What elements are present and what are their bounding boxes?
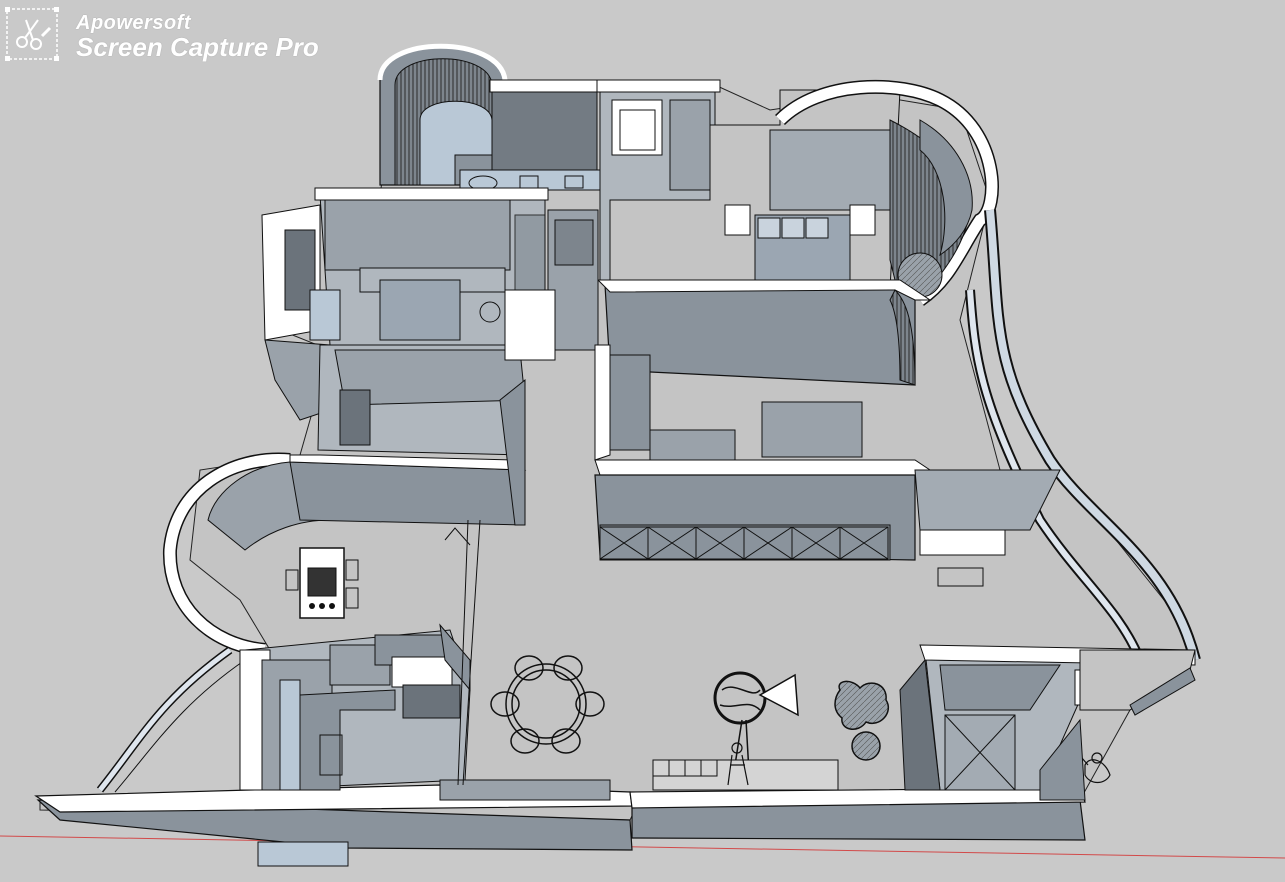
stair-tower bbox=[377, 43, 508, 186]
person-figure-left bbox=[727, 742, 749, 786]
entrance-foyer bbox=[899, 644, 1196, 801]
dining-table bbox=[285, 547, 359, 619]
bathroom-block bbox=[459, 79, 606, 191]
front-wall-left-face bbox=[36, 799, 633, 851]
master-bedroom bbox=[609, 89, 901, 291]
left-balcony-rail bbox=[96, 646, 233, 793]
glass-partition bbox=[462, 519, 481, 786]
left-side-wall bbox=[261, 204, 341, 421]
screen-capture-watermark: Apowersoft Screen Capture Pro bbox=[4, 6, 334, 62]
round-dining-set bbox=[490, 655, 605, 754]
watermark-brand: Apowersoft bbox=[76, 12, 191, 34]
foyer-wall bbox=[1039, 718, 1086, 801]
study-room bbox=[317, 289, 556, 526]
red-axis-line bbox=[0, 835, 1285, 859]
scissors-icon bbox=[5, 7, 59, 61]
bedroom-front-wall bbox=[596, 279, 932, 386]
watermark-product: Screen Capture Pro bbox=[76, 32, 319, 62]
side-tables bbox=[834, 680, 889, 761]
tv-cabinet bbox=[594, 469, 1061, 587]
kitchen bbox=[239, 623, 611, 801]
front-step bbox=[257, 841, 349, 867]
left-bedroom bbox=[314, 187, 599, 351]
